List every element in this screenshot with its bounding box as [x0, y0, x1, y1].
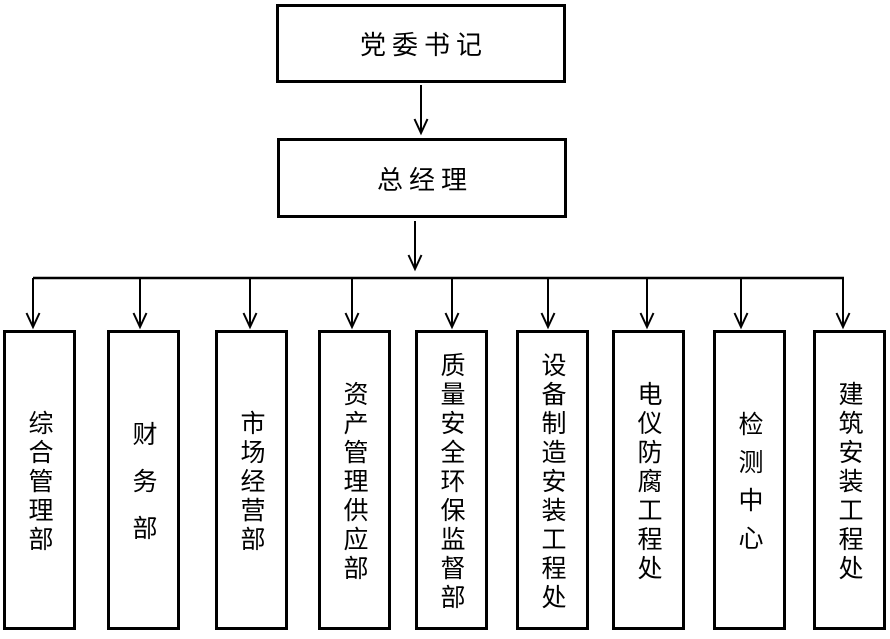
arrowhead-icon — [132, 312, 148, 330]
dept-box-market-operations: 市场经营部 — [215, 330, 288, 630]
dept-box-equipment-manufacturing-installation: 设备制造安装工程处 — [516, 330, 589, 630]
arrowhead-icon — [242, 312, 258, 330]
arrowhead-icon — [639, 312, 655, 330]
arrowhead-icon — [413, 118, 429, 136]
arrowhead-icon — [733, 312, 749, 330]
arrowhead-icon — [540, 312, 556, 330]
arrowhead-icon — [407, 254, 423, 272]
dept-label: 电仪防腐工程处 — [634, 380, 663, 584]
arrowhead-icon — [344, 312, 360, 330]
dept-label: 资产管理供应部 — [340, 380, 369, 584]
dept-label: 综合管理部 — [25, 409, 54, 555]
dept-box-electrical-anticorrosion-engineering: 电仪防腐工程处 — [612, 330, 685, 630]
dept-box-asset-management-supply: 资产管理供应部 — [318, 330, 391, 630]
node-label: 总经理 — [376, 165, 473, 196]
arrowhead-icon — [835, 312, 851, 330]
dept-box-finance: 财务部 — [107, 330, 180, 630]
dept-label: 建筑安装工程处 — [835, 380, 864, 584]
dept-label: 市场经营部 — [237, 409, 266, 555]
node-label: 党委书记 — [359, 31, 488, 61]
dept-box-testing-center: 检测中心 — [713, 330, 786, 630]
dept-label: 质量安全环保监督部 — [437, 351, 466, 613]
dept-label: 设备制造安装工程处 — [538, 351, 567, 613]
arrowhead-icon — [25, 312, 41, 330]
dept-label: 财务部 — [129, 420, 158, 562]
dept-label: 检测中心 — [735, 410, 764, 563]
dept-box-quality-safety-env-supervision: 质量安全环保监督部 — [415, 330, 488, 630]
arrowhead-icon — [444, 312, 460, 330]
dept-box-comprehensive-management: 综合管理部 — [3, 330, 76, 630]
dept-box-construction-installation-engineering: 建筑安装工程处 — [813, 330, 886, 630]
node-general-manager: 总经理 — [277, 138, 567, 218]
node-party-committee-secretary: 党委书记 — [276, 4, 566, 83]
